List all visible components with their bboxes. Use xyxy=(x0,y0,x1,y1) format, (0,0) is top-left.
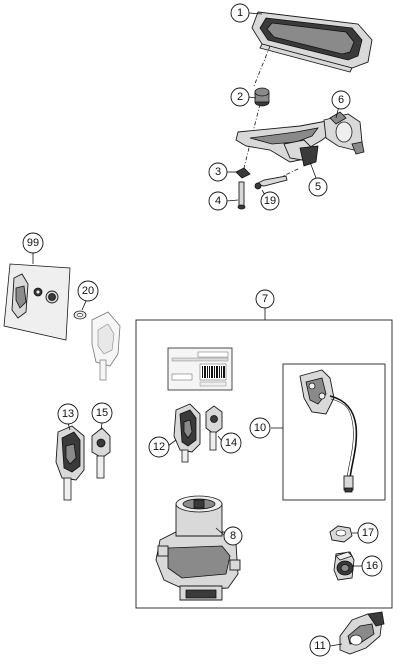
svg-text:3: 3 xyxy=(215,166,221,178)
dashboard-bracket xyxy=(235,119,341,167)
callout-8: 8 xyxy=(223,526,243,546)
callout-12: 12 xyxy=(148,436,170,458)
leader-line xyxy=(167,439,177,447)
ignition-key-in-set xyxy=(173,403,201,463)
key-code-label-card xyxy=(167,347,233,391)
svg-text:10: 10 xyxy=(254,422,266,434)
svg-text:17: 17 xyxy=(362,527,374,539)
lock-cover xyxy=(339,611,385,655)
svg-text:2: 2 xyxy=(237,91,243,103)
ignition-key-large xyxy=(55,425,85,501)
leader-line xyxy=(248,12,263,15)
hex-nut xyxy=(329,525,353,543)
bolt xyxy=(254,175,288,190)
svg-text:1: 1 xyxy=(237,7,243,19)
svg-text:14: 14 xyxy=(225,437,237,449)
dashboard-display xyxy=(251,11,373,73)
callout-3: 3 xyxy=(208,162,228,182)
svg-text:15: 15 xyxy=(96,407,108,419)
leader-line xyxy=(248,96,257,99)
svg-text:5: 5 xyxy=(315,181,321,193)
svg-text:20: 20 xyxy=(82,285,94,297)
leader-line xyxy=(215,527,225,536)
callout-13: 13 xyxy=(57,403,79,425)
leader-line xyxy=(309,161,317,179)
svg-text:8: 8 xyxy=(230,530,236,542)
callout-99: 99 xyxy=(22,232,44,254)
ignition-key-small xyxy=(91,427,111,479)
callout-5: 5 xyxy=(308,177,328,197)
callout-20: 20 xyxy=(77,280,99,302)
o-ring xyxy=(73,310,87,320)
callout-10: 10 xyxy=(249,417,271,439)
callout-2: 2 xyxy=(230,87,250,107)
leader-line xyxy=(226,199,239,202)
callout-4: 4 xyxy=(208,191,228,211)
leader-line xyxy=(329,643,343,647)
ignition-lock-set-frame xyxy=(135,319,393,609)
callout-14: 14 xyxy=(220,432,242,454)
callout-16: 16 xyxy=(361,555,383,577)
assembly-axis-line xyxy=(253,45,271,87)
leader-line xyxy=(81,300,87,311)
key-ghost-outline xyxy=(91,311,121,381)
svg-text:16: 16 xyxy=(366,560,378,572)
lock-cylinder xyxy=(333,551,355,581)
ignition-switch-harness xyxy=(299,369,358,493)
washer xyxy=(235,167,251,179)
callout-19: 19 xyxy=(260,191,280,211)
callout-7: 7 xyxy=(255,289,275,309)
ignition-lock-housing xyxy=(155,495,241,601)
leader-line xyxy=(100,422,103,431)
svg-text:19: 19 xyxy=(264,195,276,207)
harness-frame xyxy=(282,363,386,501)
callout-1: 1 xyxy=(230,3,250,23)
assembly-axis-line xyxy=(243,103,261,169)
screw xyxy=(237,181,246,210)
callout-11: 11 xyxy=(309,635,331,657)
key-card-set xyxy=(3,263,71,341)
svg-text:7: 7 xyxy=(262,293,268,305)
callout-15: 15 xyxy=(91,402,113,424)
callout-6: 6 xyxy=(331,90,351,110)
svg-text:99: 99 xyxy=(27,237,39,249)
rubber-grommet xyxy=(254,87,270,107)
key-blank-in-set xyxy=(205,405,223,451)
svg-text:13: 13 xyxy=(62,408,74,420)
svg-text:6: 6 xyxy=(338,94,344,106)
svg-text:11: 11 xyxy=(314,640,325,652)
callout-17: 17 xyxy=(357,522,379,544)
svg-text:12: 12 xyxy=(153,441,165,453)
handlebar-clamp xyxy=(323,111,365,155)
svg-text:4: 4 xyxy=(215,195,221,207)
